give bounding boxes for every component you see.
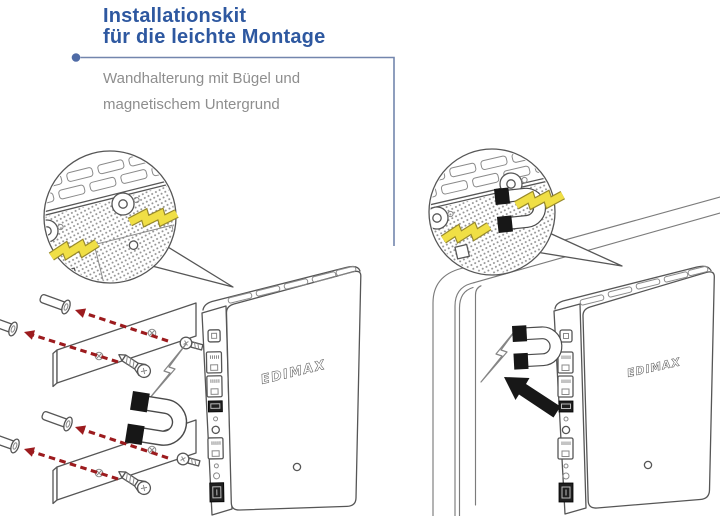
red-arrow bbox=[32, 333, 119, 364]
red-arrow-head bbox=[75, 425, 87, 435]
red-arrow-head bbox=[75, 308, 87, 318]
red-arrow bbox=[83, 428, 169, 460]
device-led bbox=[643, 460, 653, 470]
wall-anchor-icon bbox=[37, 290, 73, 316]
recess-screw-icon bbox=[128, 240, 139, 250]
wall-inner-edge bbox=[458, 286, 474, 516]
device-front-face bbox=[582, 271, 715, 509]
red-arrow-head bbox=[24, 447, 36, 457]
device-led bbox=[292, 462, 302, 472]
left-figure: EDIMAX bbox=[0, 150, 362, 516]
page-subtitle: Wandhalterung mit Bügel und magnetischem… bbox=[103, 66, 300, 118]
vent-slots bbox=[579, 265, 709, 306]
decorative-rule bbox=[71, 53, 395, 246]
rule-line bbox=[80, 56, 395, 246]
page-title: Installationskit für die leichte Montage bbox=[103, 6, 325, 48]
panel-edge-lines bbox=[430, 171, 554, 216]
vent-slots bbox=[227, 265, 357, 304]
perforated-plate bbox=[430, 176, 554, 274]
mount-slot-hole bbox=[61, 267, 79, 282]
mount-slot-hole bbox=[454, 243, 471, 260]
access-point-device: EDIMAX bbox=[553, 265, 715, 515]
access-point-device: EDIMAX bbox=[201, 265, 362, 516]
lightning-flash-icon bbox=[480, 326, 519, 383]
page-subtitle-line2: magnetischem Untergrund bbox=[103, 96, 280, 113]
wall-anchor-icon bbox=[0, 312, 20, 338]
page-title-line2: für die leichte Montage bbox=[103, 26, 326, 48]
red-arrow bbox=[83, 311, 169, 343]
rule-dot bbox=[71, 53, 81, 62]
wall-plate bbox=[56, 302, 197, 384]
device-top-edge bbox=[202, 265, 361, 311]
lightning-flash-icon bbox=[148, 343, 187, 400]
mounting-row-lower bbox=[0, 407, 202, 505]
wall-inner-edge bbox=[454, 282, 475, 516]
device-front-face bbox=[225, 270, 362, 511]
page-subtitle-line1: Wandhalterung mit Bügel und bbox=[103, 70, 301, 87]
wall-outer-edge bbox=[432, 266, 469, 516]
red-arrow bbox=[32, 450, 119, 481]
wall-anchor-icon bbox=[39, 407, 75, 433]
page-title-line1: Installationskit bbox=[103, 5, 247, 27]
mounting-row-upper bbox=[0, 290, 205, 388]
device-top-edge bbox=[554, 265, 712, 310]
screw-icon bbox=[178, 335, 205, 354]
wall-anchor-icon bbox=[0, 429, 22, 455]
wall-corner-edge bbox=[474, 285, 482, 506]
mount-direction-arrow bbox=[504, 377, 561, 418]
red-arrow-head bbox=[24, 330, 36, 340]
right-figure: EDIMAX bbox=[428, 148, 720, 516]
